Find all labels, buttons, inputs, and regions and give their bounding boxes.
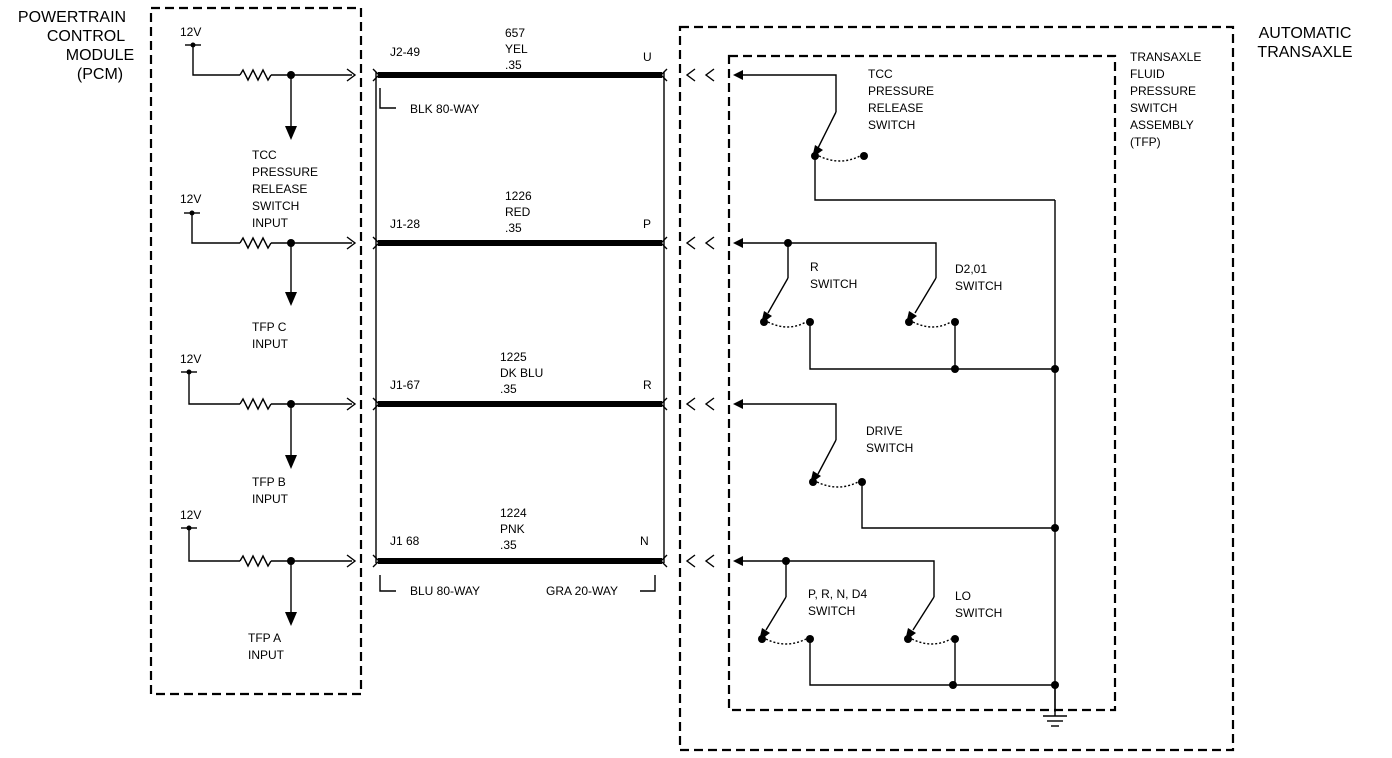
pcm-circuit-4: 12V TFP A INPUT	[180, 508, 357, 662]
wire-4: J1 68 1224 PNK .35 N	[372, 506, 668, 568]
tcc-pressure-release-switch: TCC PRESSURE RELEASE SWITCH	[733, 67, 1055, 201]
input-label-1-line-1: TCC	[252, 148, 277, 162]
wire-3-pin: J1-67	[390, 378, 420, 392]
wire-4-terminal: N	[640, 534, 649, 548]
wire-3-terminal: R	[643, 378, 652, 392]
transaxle-title: AUTOMATIC TRANSAXLE	[1257, 25, 1352, 61]
tfp-assembly-boundary	[727, 54, 1117, 712]
r-and-d2-switches: R SWITCH D2,01 SWITCH	[733, 238, 1059, 373]
transaxle-boundary	[678, 25, 1235, 752]
connector-top-left: BLK 80-WAY	[410, 102, 479, 116]
transaxle-title-line-1: AUTOMATIC	[1259, 25, 1352, 42]
wire-1-terminal: U	[643, 50, 652, 64]
wire-2-terminal: P	[643, 217, 651, 231]
assembly-line-5: ASSEMBLY	[1130, 118, 1194, 132]
switch-label-line: RELEASE	[868, 101, 923, 115]
wire-4-circuit: 1224	[500, 506, 527, 520]
wire-2-size: .35	[505, 221, 522, 235]
pcm-title-line-1: POWERTRAIN	[18, 9, 126, 26]
input-label-4-line-2: INPUT	[248, 648, 285, 662]
pcm-boundary	[149, 6, 363, 696]
d2-switch-line-1: D2,01	[955, 262, 987, 276]
input-label-4-line-1: TFP A	[248, 631, 281, 645]
input-label-3-line-1: TFP B	[252, 475, 286, 489]
wire-1: J2-49 657 YEL .35 U	[372, 26, 668, 82]
switch-label-line: TCC	[868, 67, 893, 81]
prnd4-and-lo-switches: P, R, N, D4 SWITCH LO SWITCH	[733, 556, 1059, 689]
drive-switch-line-2: SWITCH	[866, 441, 913, 455]
assembly-line-4: SWITCH	[1130, 101, 1177, 115]
wire-1-size: .35	[505, 58, 522, 72]
switch-label-line: PRESSURE	[868, 84, 934, 98]
wire-4-color: PNK	[500, 522, 525, 536]
connector-bottom-left: BLU 80-WAY	[410, 584, 480, 598]
wire-3-color: DK BLU	[500, 366, 543, 380]
wire-4-pin: J1 68	[390, 534, 420, 548]
pcm-title: POWERTRAIN CONTROL MODULE (PCM)	[18, 9, 134, 83]
input-label-1-line-4: SWITCH	[252, 199, 299, 213]
pull-up-resistor	[239, 397, 272, 411]
connector-callout	[379, 575, 396, 592]
input-label-2-line-2: INPUT	[252, 337, 289, 351]
pull-up-resistor	[239, 236, 272, 250]
wire-2: J1-28 1226 RED .35 P	[372, 189, 668, 250]
tfp-assembly-label: TRANSAXLE FLUID PRESSURE SWITCH ASSEMBLY…	[1130, 50, 1201, 149]
pcm-title-line-3: MODULE	[66, 47, 134, 64]
supply-label: 12V	[180, 25, 201, 39]
supply-label: 12V	[180, 352, 201, 366]
wire-1-color: YEL	[505, 42, 528, 56]
input-arrow	[285, 292, 297, 306]
lo-switch-line-1: LO	[955, 589, 971, 603]
supply-label: 12V	[180, 508, 201, 522]
input-label-1-line-2: PRESSURE	[252, 165, 318, 179]
d2-switch-line-2: SWITCH	[955, 279, 1002, 293]
wire-1-circuit: 657	[505, 26, 525, 40]
connector-callout	[640, 575, 656, 592]
wire-4-size: .35	[500, 538, 517, 552]
input-arrow	[285, 126, 297, 140]
connector-bottom-right: GRA 20-WAY	[546, 584, 618, 598]
wire-3-circuit: 1225	[500, 350, 527, 364]
pcm-title-line-2: CONTROL	[47, 28, 125, 45]
wire-2-color: RED	[505, 205, 531, 219]
input-arrow	[285, 612, 297, 626]
switch-network: TCC PRESSURE RELEASE SWITCH R	[733, 67, 1067, 727]
connector-callout	[379, 88, 396, 109]
input-arrow	[285, 455, 297, 469]
assembly-line-2: FLUID	[1130, 67, 1165, 81]
drive-switch-line-1: DRIVE	[866, 424, 903, 438]
input-label-1-line-3: RELEASE	[252, 182, 307, 196]
input-label-3-line-2: INPUT	[252, 492, 289, 506]
prnd4-switch-line-1: P, R, N, D4	[808, 587, 867, 601]
wire-3-size: .35	[500, 382, 517, 396]
switch-label-line: SWITCH	[868, 118, 915, 132]
pull-up-resistor	[239, 554, 272, 568]
ground-icon	[1043, 685, 1067, 727]
pcm-circuit-1: 12V TCC PRESSURE RELEASE SWITCH INPUT	[180, 25, 357, 230]
assembly-line-3: PRESSURE	[1130, 84, 1196, 98]
prnd4-switch-line-2: SWITCH	[808, 604, 855, 618]
transaxle-title-line-2: TRANSAXLE	[1257, 44, 1352, 61]
wire-3: J1-67 1225 DK BLU .35 R	[372, 350, 668, 411]
r-switch-line-2: SWITCH	[810, 277, 857, 291]
wire-2-circuit: 1226	[505, 189, 532, 203]
assembly-line-1: TRANSAXLE	[1130, 50, 1201, 64]
lo-switch-line-2: SWITCH	[955, 606, 1002, 620]
drive-switch: DRIVE SWITCH	[733, 399, 1059, 532]
input-label-1-line-5: INPUT	[252, 216, 289, 230]
pcm-circuit-3: 12V TFP B INPUT	[180, 352, 357, 506]
input-label-2-line-1: TFP C	[252, 320, 287, 334]
wire-2-pin: J1-28	[390, 217, 420, 231]
supply-label: 12V	[180, 192, 201, 206]
pcm-title-line-4: (PCM)	[77, 66, 123, 83]
assembly-line-6: (TFP)	[1130, 135, 1161, 149]
pcm-circuit-2: 12V TFP C INPUT	[180, 192, 357, 351]
wire-1-pin: J2-49	[390, 45, 420, 59]
transaxle-connectors	[685, 68, 715, 568]
r-switch-line-1: R	[810, 260, 819, 274]
harness: J2-49 657 YEL .35 U J1-28 1226 RED .35 P…	[372, 26, 668, 598]
pull-up-resistor	[239, 68, 272, 82]
